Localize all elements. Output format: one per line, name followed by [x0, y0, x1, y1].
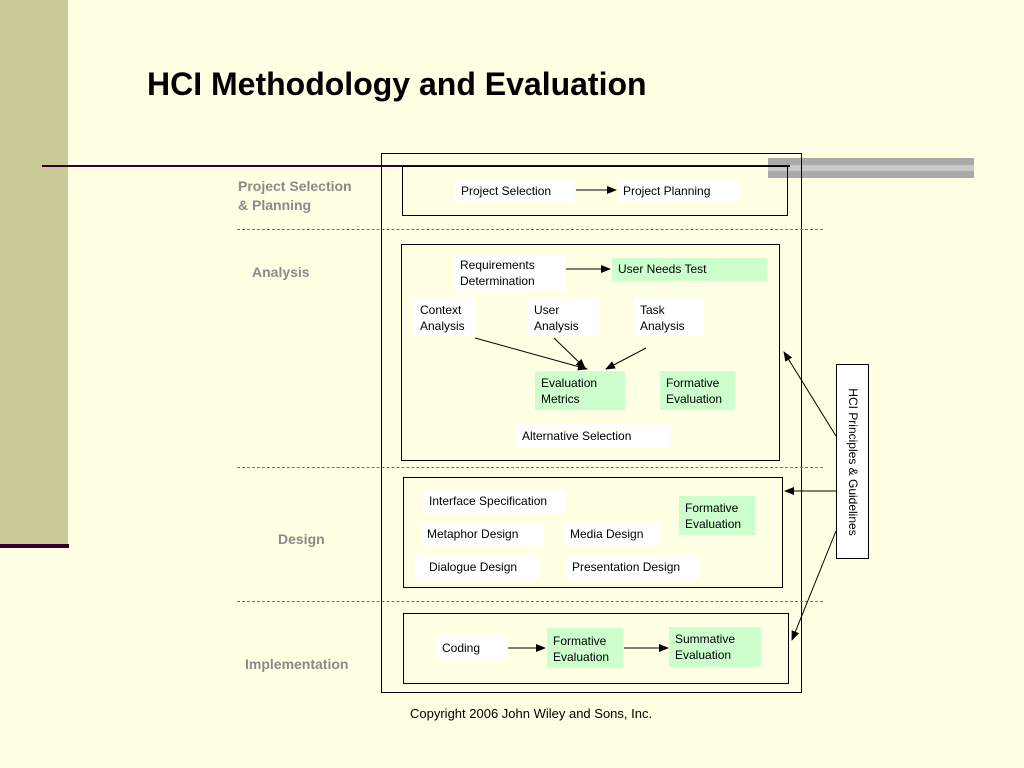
title-accent-bar-inner: [768, 165, 974, 171]
node-user-needs-test: User Needs Test: [612, 258, 767, 281]
node-dialogue-design: Dialogue Design: [415, 556, 539, 579]
arrow-context-to-metrics: [474, 337, 588, 371]
node-formative-evaluation: Formative Evaluation: [660, 371, 735, 410]
node-formative-evaluation: Formative Evaluation: [547, 628, 623, 668]
design-box: [403, 477, 783, 588]
arrow-principles-to-implementation: [791, 530, 837, 641]
node-project-planning: Project Planning: [617, 180, 739, 202]
node-evaluation-metrics: Evaluation Metrics: [535, 371, 625, 410]
node-user-analysis: User Analysis: [528, 298, 599, 336]
project-selection-box: [402, 166, 788, 216]
node-project-selection: Project Selection: [455, 180, 575, 202]
analysis-box: [401, 244, 780, 461]
node-summative-evaluation: Summative Evaluation: [669, 627, 761, 667]
phase-separator: [237, 229, 823, 230]
arrow-task-to-metrics: [605, 347, 647, 370]
copyright-notice: Copyright 2006 John Wiley and Sons, Inc.: [410, 706, 653, 721]
slide-sidebar: [0, 0, 68, 546]
implementation-box: [403, 613, 789, 684]
phase-separator: [237, 467, 823, 468]
node-formative-evaluation: Formative Evaluation: [679, 496, 755, 535]
phase-label-implementation: Implementation: [245, 656, 349, 672]
node-alternative-selection: Alternative Selection: [516, 424, 671, 448]
phase-label-design: Design: [278, 531, 325, 547]
node-media-design: Media Design: [564, 523, 659, 546]
phase-label-analysis: Analysis: [252, 264, 310, 280]
arrow-user-to-metrics: [553, 337, 586, 369]
arrow-principles-to-analysis: [783, 351, 837, 437]
node-task-analysis: Task Analysis: [634, 298, 704, 336]
phase-label-project-selection: Project Selection & Planning: [238, 178, 352, 213]
node-presentation-design: Presentation Design: [566, 556, 699, 579]
node-metaphor-design: Metaphor Design: [421, 523, 544, 546]
node-interface-specification: Interface Specification: [423, 490, 565, 513]
slide-title: HCI Methodology and Evaluation: [147, 66, 647, 102]
node-requirements-determination: Requirements Determination: [454, 256, 565, 291]
node-context-analysis: Context Analysis: [414, 298, 476, 336]
principles-guidelines-box: HCI Principles & Guidelines: [836, 364, 869, 559]
node-coding: Coding: [436, 636, 507, 660]
sidebar-rule: [0, 544, 69, 548]
methodology-frame: [381, 153, 802, 693]
phase-separator: [237, 601, 823, 602]
